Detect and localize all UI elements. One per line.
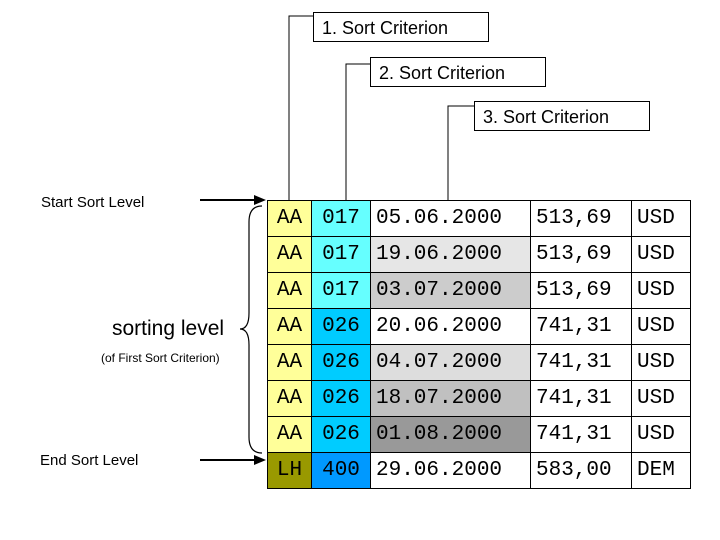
cell-col-1: AA [267,416,312,453]
cell-col-5: DEM [631,452,691,489]
cell-col-4: 741,31 [530,344,632,381]
cell-col-5: USD [631,380,691,417]
criterion-3-connector [447,105,474,200]
cell-col-2: 026 [311,416,371,453]
cell-col-4: 583,00 [530,452,632,489]
cell-col-3: 03.07.2000 [370,272,531,309]
cell-col-4: 741,31 [530,308,632,345]
criterion-3-box: 3. Sort Criterion [474,101,650,131]
criterion-1-connector [288,15,313,200]
criterion-1-label: 1. Sort Criterion [322,18,449,38]
cell-col-2: 026 [311,380,371,417]
cell-col-1: LH [267,452,312,489]
start-arrowhead [254,195,266,205]
cell-col-1: AA [267,272,312,309]
cell-col-2: 400 [311,452,371,489]
cell-col-1: AA [267,308,312,345]
cell-col-2: 017 [311,272,371,309]
cell-col-1: AA [267,200,312,237]
cell-col-4: 741,31 [530,380,632,417]
cell-col-3: 20.06.2000 [370,308,531,345]
cell-col-2: 017 [311,200,371,237]
cell-col-2: 026 [311,308,371,345]
cell-col-5: USD [631,272,691,309]
cell-col-5: USD [631,236,691,273]
end-arrowhead [254,455,266,465]
cell-col-4: 513,69 [530,272,632,309]
end-sort-level-label: End Sort Level [40,452,139,469]
cell-col-5: USD [631,344,691,381]
cell-col-2: 017 [311,236,371,273]
start-sort-level-label: Start Sort Level [41,194,145,211]
cell-col-5: USD [631,416,691,453]
sorting-level-label: sorting level [112,317,225,340]
cell-col-3: 05.06.2000 [370,200,531,237]
cell-col-4: 741,31 [530,416,632,453]
cell-col-1: AA [267,380,312,417]
cell-col-3: 19.06.2000 [370,236,531,273]
cell-col-5: USD [631,200,691,237]
criterion-2-box: 2. Sort Criterion [370,57,546,87]
cell-col-3: 29.06.2000 [370,452,531,489]
cell-col-1: AA [267,344,312,381]
sorting-level-note: (of First Sort Criterion) [101,351,220,365]
cell-col-5: USD [631,308,691,345]
cell-col-4: 513,69 [530,236,632,273]
cell-col-1: AA [267,236,312,273]
criterion-1-box: 1. Sort Criterion [313,12,489,42]
cell-col-3: 18.07.2000 [370,380,531,417]
cell-col-3: 01.08.2000 [370,416,531,453]
criterion-3-label: 3. Sort Criterion [483,107,610,127]
cell-col-2: 026 [311,344,371,381]
sorting-level-brace [239,205,263,454]
criterion-2-connector [345,63,370,200]
cell-col-3: 04.07.2000 [370,344,531,381]
cell-col-4: 513,69 [530,200,632,237]
criterion-2-label: 2. Sort Criterion [379,63,506,83]
